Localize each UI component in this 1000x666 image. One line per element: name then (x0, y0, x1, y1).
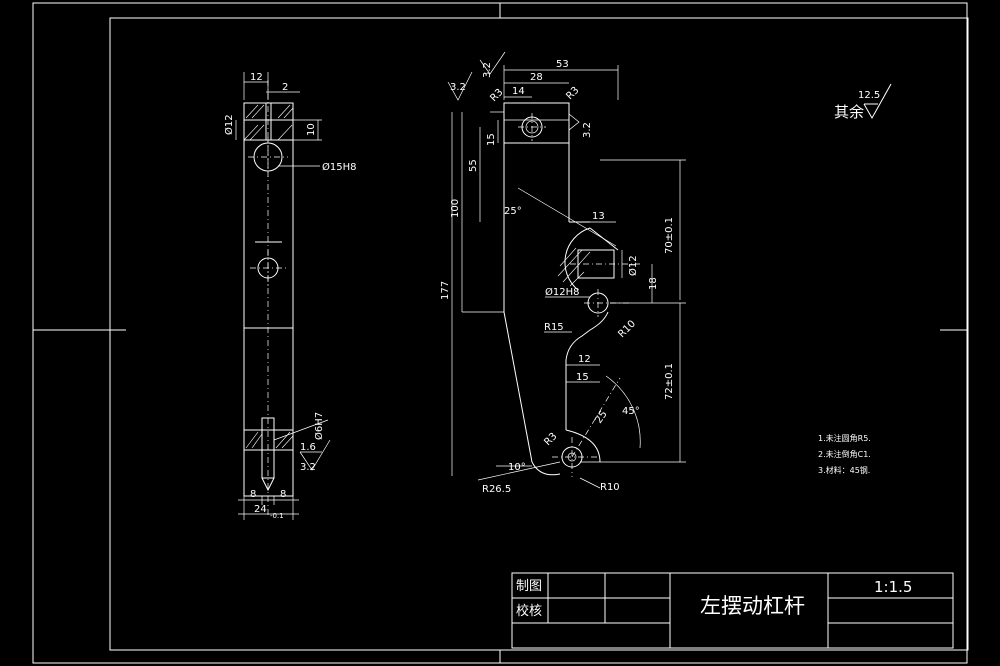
part-name: 左摆动杠杆 (700, 594, 805, 618)
dim-25deg: 25° (504, 206, 522, 217)
dim-18: 18 (648, 277, 659, 290)
dim-15: 15 (486, 133, 497, 146)
finish-left: 3.2 (450, 82, 466, 93)
dim-bore12: Ø12 (627, 255, 639, 276)
finish-mid: 3.2 (582, 122, 593, 138)
dim-100: 100 (450, 199, 461, 218)
dim-72: 72±0.1 (664, 363, 675, 400)
dim-hole12: Ø12H8 (545, 286, 579, 298)
technical-notes: 1.未注圆角R5. 2.未注倒角C1. 3.材料：45钢. (818, 433, 871, 475)
dim-side-depth: 10 (306, 123, 317, 136)
dim-12: 12 (578, 354, 591, 365)
finish-label: 其余 (834, 103, 864, 121)
dim-177: 177 (440, 281, 451, 300)
checked-label: 校核 (516, 603, 542, 619)
scale-value: 1:1.5 (874, 578, 912, 596)
sheet-frame (32, 2, 969, 664)
dim-28: 28 (530, 72, 543, 83)
dim-13: 13 (592, 211, 605, 222)
dim-side-w2: 8 (280, 489, 286, 500)
dim-side-overall: 24 (254, 504, 267, 515)
note-2: 2.未注倒角C1. (818, 449, 871, 459)
top-hatch (243, 104, 294, 141)
dim-side-12: 12 (250, 72, 263, 83)
dim-r3-b: R3 (564, 85, 581, 102)
dim-side-finish-b: 3.2 (300, 462, 316, 473)
dim-side-hole: Ø15H8 (322, 161, 356, 173)
front-view: 53 28 14 R3 R3 3.2 3.2 3.2 15 55 100 177… (440, 51, 686, 495)
drawn-label: 制图 (516, 579, 542, 594)
dim-14: 14 (512, 86, 525, 97)
title-block: 制图 校核 左摆动杠杆 1:1.5 (511, 572, 954, 649)
dim-r10-a: R10 (616, 318, 638, 340)
dim-45deg: 45° (622, 406, 640, 417)
dim-side-w1: 8 (250, 489, 256, 500)
side-view: 12 2 Ø12 10 Ø15H8 Ø6H7 1.6 3.2 8 8 24 -0… (223, 72, 356, 520)
bottom-hatch (245, 431, 294, 449)
dim-15b: 15 (576, 372, 589, 383)
dim-53: 53 (556, 59, 569, 70)
dim-10deg: 10° (508, 462, 526, 473)
note-1: 1.未注圆角R5. (818, 433, 871, 443)
note-3: 3.材料：45钢. (818, 465, 870, 475)
dim-side-finish-a: 1.6 (300, 442, 316, 453)
dim-r26-5: R26.5 (482, 484, 511, 495)
finish-top: 3.2 (482, 62, 493, 78)
dim-r15: R15 (544, 322, 564, 333)
dim-r10-b: R10 (600, 482, 620, 493)
dim-side-2: 2 (282, 82, 288, 93)
dim-r3-c: R3 (542, 431, 559, 448)
dim-side-bore: Ø12 (223, 114, 235, 135)
dim-r3-a: R3 (488, 87, 505, 104)
dim-55: 55 (468, 159, 479, 172)
general-surface-finish: 其余 12.5 (834, 83, 892, 121)
dim-25: 25 (593, 409, 609, 426)
dim-70: 70±0.1 (664, 217, 675, 254)
boss-hatch (557, 247, 591, 287)
dim-side-tol: -0.1 (270, 512, 284, 520)
finish-value: 12.5 (858, 90, 880, 101)
dim-side-tap: Ø6H7 (313, 412, 325, 440)
